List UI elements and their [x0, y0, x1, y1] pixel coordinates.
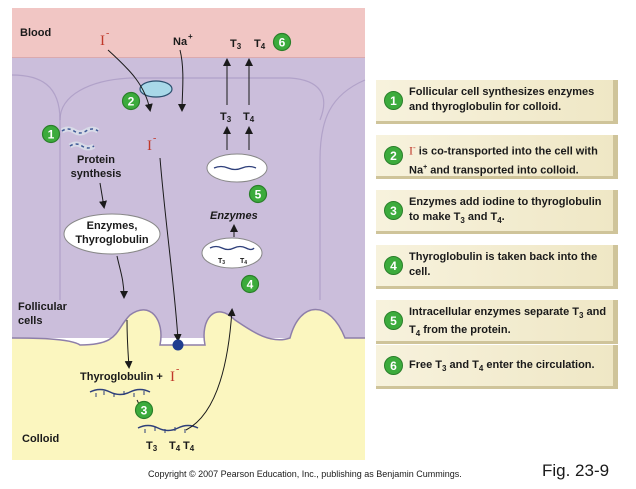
exocytosis-arrow — [116, 255, 128, 299]
step-5-box: 5 Intracellular enzymes separate T3 and … — [376, 300, 618, 344]
t3-t4-colloid-labels: T3 T4 T4 — [146, 440, 195, 453]
cell-membrane-right — [319, 79, 366, 300]
copyright-notice: Copyright © 2007 Pearson Education, Inc.… — [148, 469, 462, 479]
follicular-cells-region — [12, 58, 365, 338]
svg-text:T4: T4 — [240, 258, 247, 266]
step-3-box: 3 Enzymes add iodine to thyroglobulin to… — [376, 190, 618, 234]
svg-text:T3: T3 — [230, 38, 242, 51]
marker-1: 1 — [41, 124, 61, 144]
marker-6: 6 — [272, 32, 292, 52]
step-6-number: 6 — [384, 356, 403, 375]
svg-text:T3: T3 — [218, 258, 225, 266]
marker-3: 3 — [134, 400, 154, 420]
step-4-box: 4 Thyroglobulin is taken back into the c… — [376, 245, 618, 289]
apical-transporter — [172, 339, 184, 351]
step-2-number: 2 — [384, 146, 403, 165]
iodide-blood-charge: - — [106, 28, 109, 39]
iodide-cell-charge: - — [153, 133, 156, 144]
na-i-symporter — [139, 80, 173, 98]
endocytosis-arrow — [185, 308, 236, 431]
colloid-label: Colloid — [22, 433, 59, 445]
svg-text:T4: T4 — [169, 440, 181, 453]
iodide-uptake-arrow — [107, 49, 153, 112]
iodide-colloid-charge: - — [176, 364, 179, 375]
iodide-blood: I — [100, 33, 105, 49]
step-4-number: 4 — [384, 256, 403, 275]
iodide-colloid: I — [170, 369, 175, 385]
iodinated-thyroglobulin — [137, 424, 199, 433]
t3-t4-cell-labels: T3 T4 — [220, 111, 255, 124]
vesicle-t-labels: T3 T4 — [218, 258, 247, 266]
colloid-secretion-arrow — [124, 319, 133, 369]
apical-membrane — [11, 308, 365, 346]
svg-text:6: 6 — [279, 36, 286, 50]
step-4-text: Thyroglobulin is taken back into the cel… — [409, 251, 598, 278]
ribosome-strands — [60, 126, 100, 151]
svg-text:4: 4 — [247, 278, 254, 292]
marker-5: 5 — [248, 184, 268, 204]
step-1-text: Follicular cell synthesizes enzymes and … — [409, 86, 595, 113]
sodium-arrow — [178, 49, 187, 112]
step-3-number: 3 — [384, 201, 403, 220]
iodide-cell: I — [147, 138, 152, 154]
step-6-box: 6 Free T3 and T4 enter the circulation. — [376, 345, 618, 389]
step-5-text: Intracellular enzymes separate T3 and T4… — [409, 306, 607, 339]
t3-t4-blood-labels: T3 T4 — [230, 38, 266, 51]
iodide-to-colloid-arrow — [159, 157, 182, 342]
enzymes-thyroglobulin-vesicle — [63, 213, 161, 255]
step-3-text: Enzymes add iodine to thyroglobulin to m… — [409, 196, 602, 226]
svg-text:T4: T4 — [243, 111, 255, 124]
step-5-number: 5 — [384, 311, 403, 330]
vesicle-strand — [209, 245, 255, 251]
svg-text:T3: T3 — [146, 440, 158, 453]
endocytic-vesicle — [201, 237, 263, 269]
marker-4: 4 — [240, 274, 260, 294]
svg-text:T4: T4 — [183, 440, 195, 453]
svg-text:T4: T4 — [254, 38, 266, 51]
step-2-text: I- is co-transported into the cell with … — [409, 143, 598, 177]
step-1-number: 1 — [384, 91, 403, 110]
svg-text:3: 3 — [141, 404, 148, 418]
blood-region — [12, 8, 365, 58]
enzymes-label: Enzymes — [210, 210, 258, 222]
thyroglobulin-plus-label: Thyroglobulin + — [80, 371, 163, 383]
sodium-blood: Na — [173, 36, 188, 48]
step-1-box: 1 Follicular cell synthesizes enzymes an… — [376, 80, 618, 124]
synthesis-arrow — [99, 182, 107, 209]
enzymes-thyroglobulin-label: Enzymes,Thyroglobulin — [75, 220, 149, 246]
svg-text:5: 5 — [255, 188, 262, 202]
blood-label: Blood — [20, 27, 51, 39]
step-2-iodide: I — [409, 143, 413, 158]
sodium-charge: + — [188, 32, 193, 41]
processing-strand — [213, 165, 257, 171]
processing-vesicle — [206, 153, 268, 183]
svg-text:1: 1 — [48, 128, 55, 142]
cell-basal-membrane — [59, 77, 325, 121]
colloid-region — [12, 309, 365, 460]
svg-text:T3: T3 — [220, 111, 232, 124]
step-2-box: 2 I- is co-transported into the cell wit… — [376, 135, 618, 179]
svg-text:2: 2 — [128, 95, 135, 109]
step-6-text: Free T3 and T4 enter the circulation. — [409, 359, 595, 374]
figure-label: Fig. 23-9 — [542, 461, 610, 480]
thyroglobulin-strand — [89, 388, 151, 397]
marker-2: 2 — [121, 91, 141, 111]
